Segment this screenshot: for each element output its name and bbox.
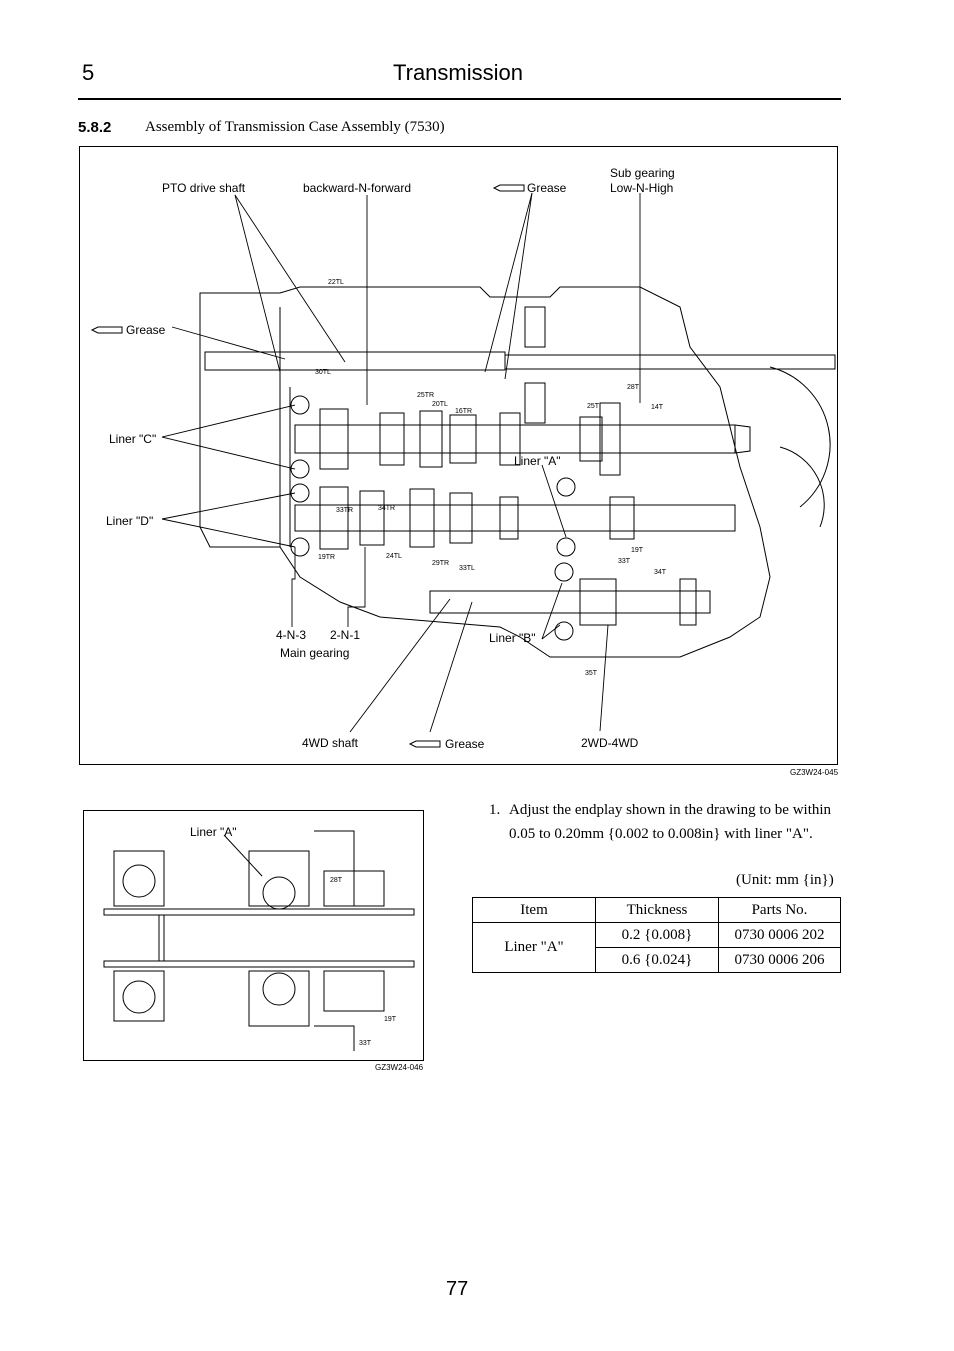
step-number: 1. — [489, 802, 501, 818]
table-header: Parts No. — [718, 897, 841, 923]
gear-tag: 33T — [618, 558, 631, 565]
header-rule — [78, 98, 841, 100]
table-cell-part-no: 0730 0006 202 — [718, 922, 841, 948]
table-header-row: Item Thickness Parts No. — [472, 897, 841, 923]
table-cell-part-no: 0730 0006 206 — [718, 947, 841, 973]
gear-tag: 33TR — [336, 507, 354, 514]
gear-tag: 19T — [631, 547, 644, 554]
liner-a-detail-figure: Liner "A" 28T 19T 33T — [83, 810, 424, 1061]
label-liner-b: Liner "B" — [489, 631, 536, 645]
label-liner-c: Liner "C" — [109, 432, 157, 446]
gear-tag: 20TL — [432, 401, 448, 408]
label-liner-d: Liner "D" — [106, 514, 154, 528]
gear-tag: 16TR — [455, 408, 473, 415]
table-header: Thickness — [595, 897, 719, 923]
grease-tube-icon — [90, 184, 525, 748]
figure-id-main: GZ3W24-045 — [790, 768, 839, 777]
step-text: Adjust the endplay shown in the drawing … — [509, 802, 832, 842]
label-2wd-4wd: 2WD-4WD — [581, 736, 639, 750]
gear-tag: 19TR — [318, 554, 336, 561]
gear-tag: 25TR — [417, 392, 435, 399]
chapter-title: Transmission — [393, 60, 523, 85]
gear-tag: 33T — [359, 1040, 372, 1047]
label-2-n-1: 2-N-1 — [330, 628, 361, 642]
gear-tag: 33TL — [459, 565, 475, 572]
unit-note: (Unit: mm {in}) — [736, 872, 834, 888]
gear-tag: 28T — [330, 877, 343, 884]
label-sub-gearing: Sub gearing — [610, 166, 675, 180]
label-grease-left: Grease — [126, 323, 166, 337]
liner-a-detail-drawing — [103, 830, 415, 1051]
liner-parts-table: Item Thickness Parts No. Liner "A" 0.2 {… — [472, 897, 841, 973]
label-pto-drive-shaft: PTO drive shaft — [162, 181, 246, 195]
gear-tag: 24TL — [386, 553, 402, 560]
label-liner-a: Liner "A" — [514, 454, 561, 468]
transmission-cross-section-figure: PTO drive shaft backward-N-forward Greas… — [79, 146, 838, 765]
page-number: 77 — [446, 1278, 469, 1300]
gear-tag: 35T — [585, 670, 598, 677]
gear-tag: 29TR — [432, 560, 450, 567]
table-header: Item — [472, 897, 596, 923]
table-cell-item: Liner "A" — [472, 922, 596, 973]
label-main-gearing: Main gearing — [280, 646, 350, 660]
label-4wd-shaft: 4WD shaft — [302, 736, 359, 750]
gear-tag: 19T — [384, 1016, 397, 1023]
label-4-n-3: 4-N-3 — [276, 628, 307, 642]
gear-tag: 28T — [627, 384, 640, 391]
label-backward-n-forward: backward-N-forward — [303, 181, 412, 195]
chapter-number: 5 — [82, 60, 95, 85]
label-grease-top: Grease — [527, 181, 567, 195]
section-title: Assembly of Transmission Case Assembly (… — [145, 119, 445, 135]
transmission-drawing — [90, 184, 836, 748]
gear-tag: 22TL — [328, 279, 344, 286]
instruction-step-1: 1. Adjust the endplay shown in the drawi… — [489, 798, 841, 846]
figure-id-detail: GZ3W24-046 — [375, 1063, 424, 1072]
section-number: 5.8.2 — [78, 119, 112, 136]
gear-tag: 34TR — [378, 505, 396, 512]
detail-label-liner-a: Liner "A" — [190, 825, 237, 839]
table-cell-thickness: 0.2 {0.008} — [595, 922, 719, 948]
gear-tag: 14T — [651, 404, 664, 411]
table-row: Liner "A" 0.2 {0.008} 0730 0006 202 — [472, 922, 841, 973]
table-cell-thickness: 0.6 {0.024} — [595, 947, 719, 973]
gear-tag: 30TL — [315, 369, 331, 376]
table-row: 0.6 {0.024} 0730 0006 206 — [473, 947, 841, 973]
gear-tag: 34T — [654, 569, 667, 576]
label-low-n-high: Low-N-High — [610, 181, 674, 195]
label-grease-bottom: Grease — [445, 737, 485, 751]
gear-tag: 25T — [587, 403, 600, 410]
